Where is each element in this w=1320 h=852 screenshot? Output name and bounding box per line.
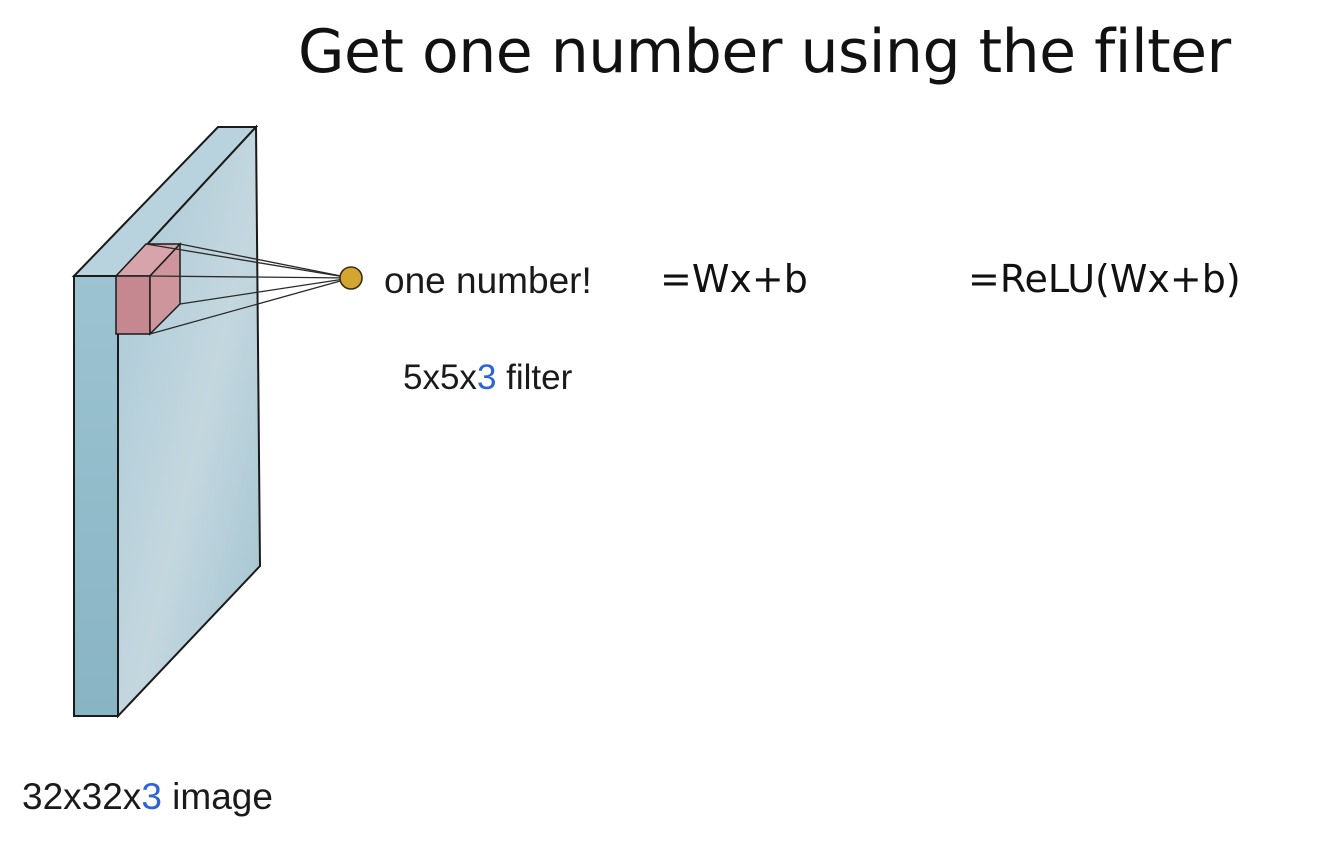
- image-depth-value: 3: [141, 776, 162, 817]
- filter-size-label: 5x5x3 filter: [403, 360, 572, 395]
- image-size-prefix: 32x32x: [22, 776, 142, 817]
- filter-size-suffix: filter: [496, 358, 573, 397]
- linear-equation: =Wx+b: [660, 257, 808, 301]
- projection-line: [179, 277, 352, 305]
- filter-cube-side-face: [115, 275, 151, 335]
- slide-title: Get one number using the filter: [298, 17, 1231, 87]
- projection-line: [179, 243, 352, 279]
- image-size-suffix: image: [161, 776, 273, 817]
- filter-cube: [114, 242, 182, 336]
- input-volume: [71, 124, 262, 719]
- projection-line: [149, 275, 352, 279]
- output-dot: [339, 266, 363, 290]
- output-label: one number!: [384, 260, 592, 301]
- projection-line: [149, 277, 352, 335]
- filter-depth-value: 3: [476, 358, 497, 397]
- projection-lines: [145, 243, 352, 335]
- image-size-label: 32x32x3 image: [22, 778, 273, 815]
- input-volume-side-face: [73, 275, 119, 717]
- projection-line: [145, 243, 352, 279]
- filter-size-prefix: 5x5x: [403, 358, 477, 397]
- relu-equation: =ReLU(Wx+b): [968, 257, 1241, 301]
